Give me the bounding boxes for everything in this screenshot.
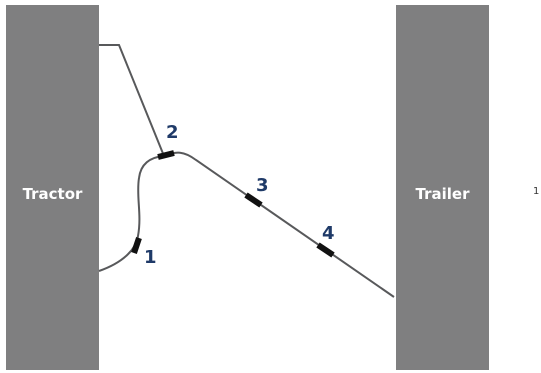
connector-2-label: 2 (166, 122, 179, 143)
connector-4 (316, 242, 335, 258)
trailer-label: Trailer (415, 185, 470, 203)
connector-3 (244, 192, 263, 208)
upper-cable (99, 44, 165, 157)
connector-2 (157, 150, 175, 160)
tractor-panel (6, 5, 99, 370)
connector-4-label: 4 (322, 223, 335, 244)
main-cable (163, 151, 395, 298)
trailer-panel (396, 5, 489, 370)
connector-1 (131, 237, 142, 254)
tractor-label: Tractor (22, 185, 83, 203)
page-number: 1 (533, 186, 540, 197)
connector-1-label: 1 (144, 247, 157, 268)
coiled-cable (98, 155, 165, 272)
connector-3-label: 3 (256, 175, 269, 196)
